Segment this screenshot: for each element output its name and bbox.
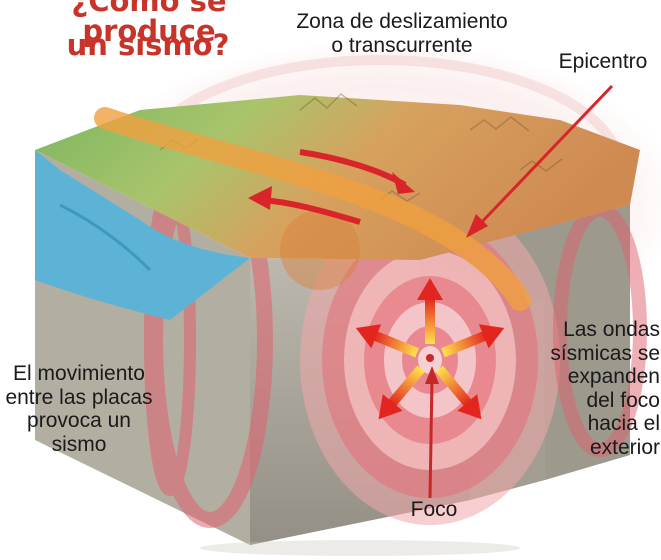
slip-arrow-left <box>261 197 361 225</box>
slip-arrows <box>248 149 415 225</box>
title-line-1: ¿Cómo se produce <box>71 0 227 49</box>
label-movimiento: El movimiento entre las placas provoca u… <box>5 362 153 456</box>
label-epicentro: Epicentro <box>558 50 648 73</box>
focus-point <box>426 354 434 362</box>
label-ondas-sismicas: Las ondas sísmicas se expanden del foco … <box>550 318 660 459</box>
water <box>35 150 250 320</box>
wave-rays <box>355 278 505 420</box>
fault-band <box>94 107 531 311</box>
title-line-2: un sismo? <box>66 28 230 62</box>
label-zona-deslizamiento: Zona de deslizamiento o transcurrente <box>296 10 508 57</box>
epicenter-pointer <box>466 84 614 238</box>
label-foco: Foco <box>410 498 458 521</box>
focus-pointer <box>425 366 439 499</box>
